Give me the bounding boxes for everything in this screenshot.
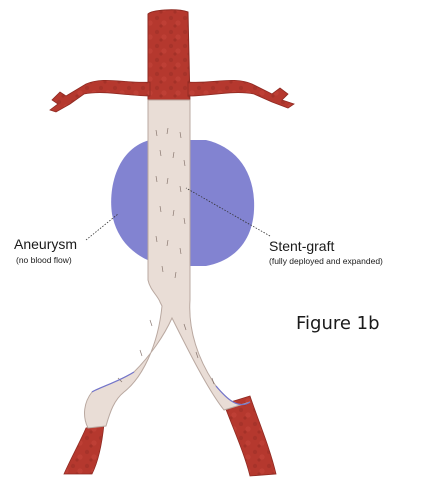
left-iliac-artery [64,424,104,474]
stent-graft-label: Stent-graft [269,238,334,254]
upper-aorta [148,10,190,104]
figure-caption: Figure 1b [296,313,380,334]
renal-artery-left [50,80,150,112]
aneurysm-sublabel: (no blood flow) [16,255,72,265]
aneurysm-label: Aneurysm [14,236,77,252]
stent-graft-sublabel: (fully deployed and expanded) [269,256,383,266]
renal-artery-right [188,80,294,108]
